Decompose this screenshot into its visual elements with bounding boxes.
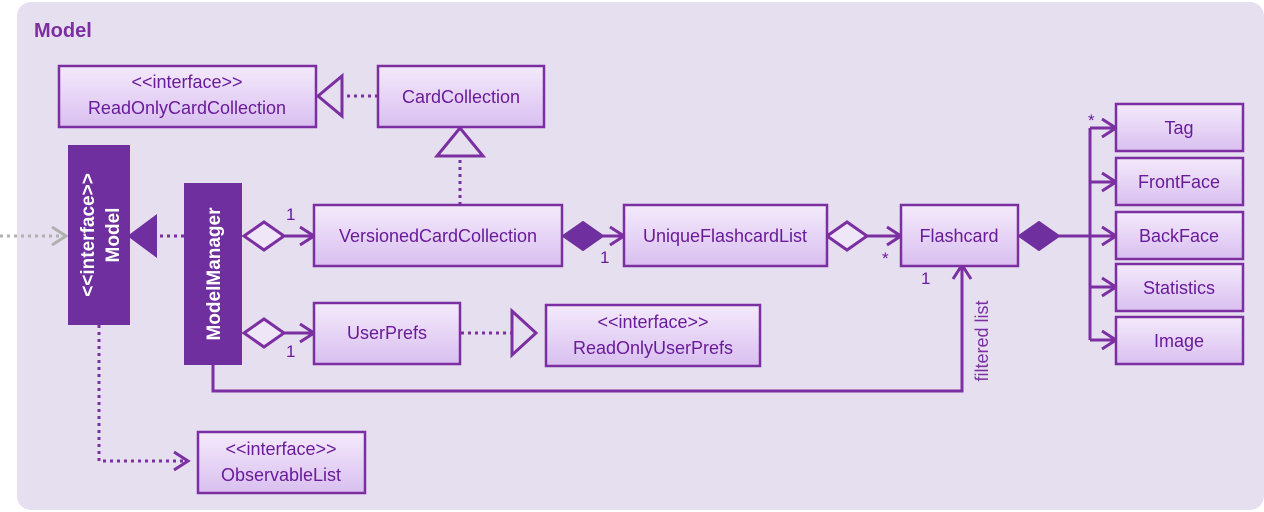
class-box-model-interface [68,145,130,325]
class-box-readonlyuserprefs [544,303,762,368]
composition-diamond-vcc-ufl [561,220,605,252]
multiplicity-vcc-ufl: 1 [600,248,609,267]
class-box-userprefs [312,301,462,366]
aggregation-diamond-ufl-flashcard [824,220,870,252]
class-box-observablelist [196,430,367,495]
model-stereotype: <<interface>> [78,173,99,297]
tag-name: Tag [1164,118,1193,138]
filtered-list-line [211,265,964,393]
arrowhead-observablelist [173,450,191,472]
backface-name: BackFace [1139,226,1219,246]
class-box-frontface [1114,156,1245,207]
readonlyuserprefs-stereotype: <<interface>> [597,312,708,332]
versionedcardcollection-name: VersionedCardCollection [339,226,537,246]
readonlycardcollection-stereotype: <<interface>> [131,72,242,92]
uniqueflashcardlist-name: UniqueFlashcardList [643,226,807,246]
triangle-readonlyuserprefs [510,307,539,359]
userprefs-name: UserPrefs [347,323,427,343]
cardcollection-name: CardCollection [402,87,520,107]
observablelist-name: ObservableList [221,465,341,485]
triangle-cardcollection [433,125,487,158]
filtered-list-label: filtered list [972,300,992,381]
multiplicity-mm-vcc: 1 [286,205,295,224]
class-box-backface [1114,210,1245,261]
statistics-name: Statistics [1143,278,1215,298]
multiplicity-mm-userprefs: 1 [286,342,295,361]
image-name: Image [1154,331,1204,351]
readonlyuserprefs-name: ReadOnlyUserPrefs [573,338,733,358]
flashcard-name: Flashcard [919,226,998,246]
observablelist-stereotype: <<interface>> [225,439,336,459]
class-box-statistics [1114,262,1245,313]
multiplicity-flashcard-tag: * [1088,111,1095,130]
external-dependency-arrowhead [51,225,69,247]
class-box-uniqueflashcardlist [622,203,829,268]
triangle-model [127,214,157,258]
model-name: Model [103,208,124,263]
multiplicity-filtered-flashcard: 1 [921,269,930,288]
readonlycardcollection-name: ReadOnlyCardCollection [88,98,286,118]
frontface-name: FrontFace [1138,172,1220,192]
class-box-image [1114,315,1245,366]
class-box-versionedcardcollection [312,203,564,268]
class-box-readonlycardcollection [57,64,318,129]
class-box-flashcard [899,203,1020,268]
class-box-cardcollection [376,64,546,129]
aggregation-diamond-mm-vcc [241,220,287,252]
class-box-tag [1114,102,1245,153]
triangle-readonlycardcollection [315,72,344,120]
composition-diamond-flashcard [1017,220,1061,252]
class-box-modelmanager [184,183,242,365]
aggregation-diamond-mm-userprefs [241,317,287,349]
modelmanager-name: ModelManager [204,207,225,341]
dependency-observablelist [97,325,188,463]
multiplicity-ufl-flashcard: * [882,249,889,268]
package-title: Model [34,20,92,42]
